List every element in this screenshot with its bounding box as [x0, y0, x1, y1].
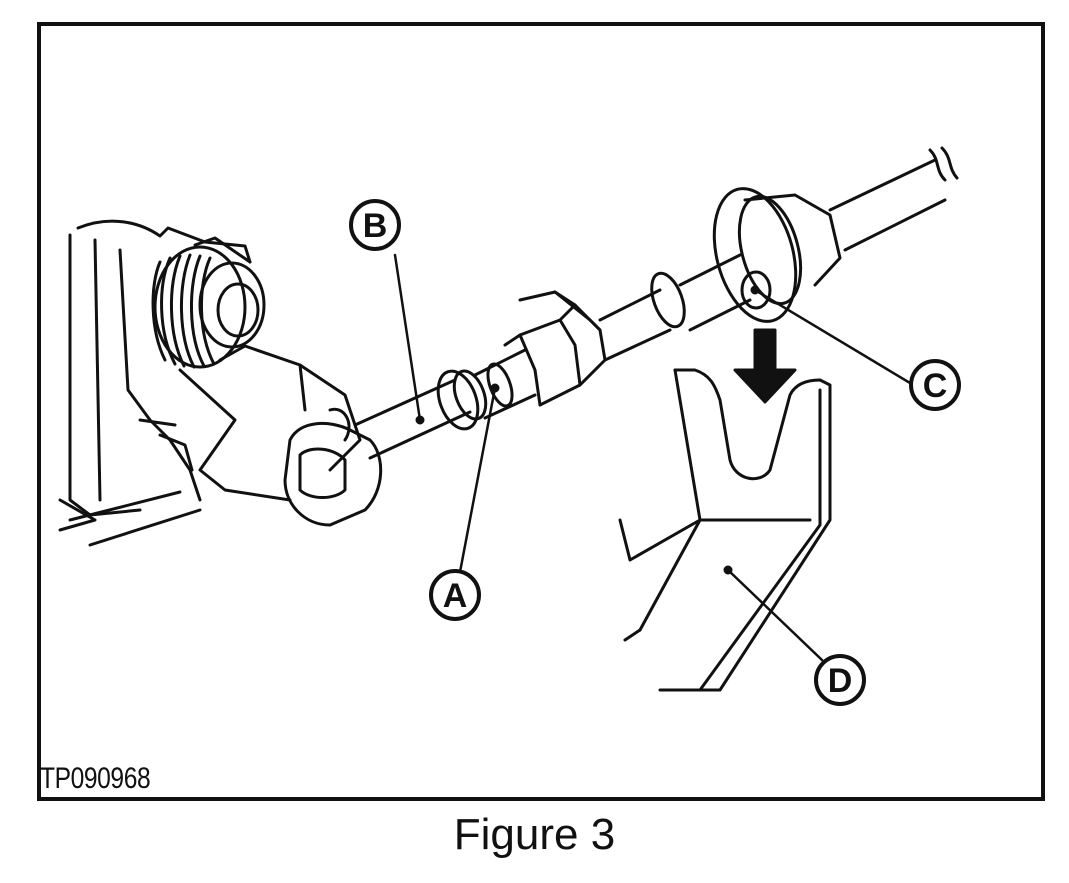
callout-a: A — [429, 569, 481, 621]
callout-c: C — [909, 359, 961, 411]
leader-lines — [393, 253, 912, 662]
grommet-c — [712, 187, 842, 323]
retainer-clip — [518, 290, 607, 387]
callout-d: D — [814, 654, 866, 706]
leader-a — [458, 386, 497, 574]
figure-frame — [37, 22, 1045, 801]
bracket-d — [618, 368, 832, 692]
leader-b — [393, 253, 422, 422]
callout-b: B — [349, 199, 401, 251]
leader-d — [726, 568, 824, 662]
sleeve-a — [473, 318, 582, 420]
spring-housing — [58, 219, 362, 547]
figure-caption: Figure 3 — [453, 810, 616, 859]
leader-dots — [415, 285, 760, 575]
callout-b-label: B — [363, 207, 388, 245]
reference-code: TP090968 — [40, 762, 151, 795]
callout-d-label: D — [828, 662, 853, 700]
washer-a — [436, 369, 488, 431]
clevis-end — [283, 407, 383, 527]
down-arrow — [733, 328, 797, 404]
cable-tube — [598, 253, 752, 362]
rod-b — [353, 378, 472, 460]
leader-c — [753, 288, 912, 385]
callout-c-label: C — [923, 367, 948, 405]
callout-a-label: A — [443, 577, 468, 615]
cable-exit — [828, 146, 959, 252]
